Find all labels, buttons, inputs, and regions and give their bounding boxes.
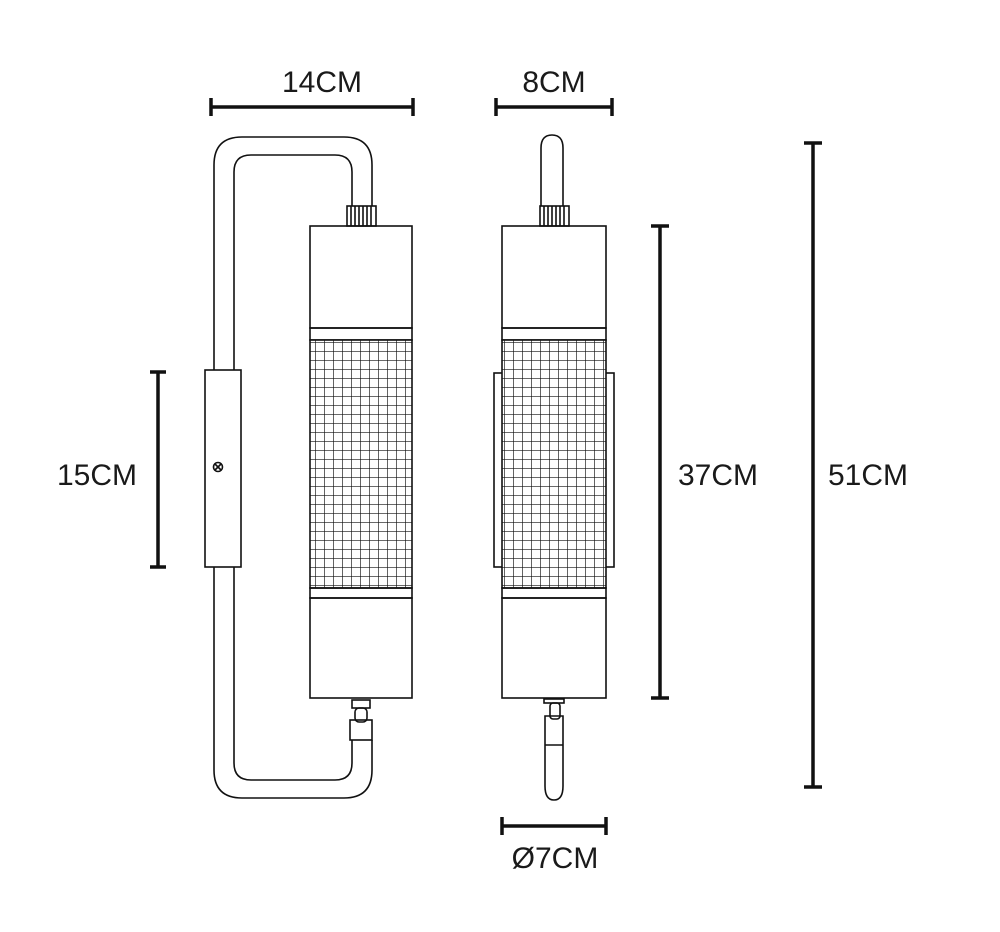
arm-rod-outer xyxy=(213,136,373,799)
dimension-width-side: 8CM xyxy=(494,66,614,116)
side-top-band xyxy=(501,327,607,341)
dimension-label-body-height: 37CM xyxy=(678,459,758,492)
dimension-label-width-side: 8CM xyxy=(522,66,585,99)
side-top-cap xyxy=(501,225,607,329)
knurled-connector-top xyxy=(346,205,377,227)
dimension-label-wall-plate: 15CM xyxy=(57,459,137,492)
bottom-cap xyxy=(309,597,413,699)
screw-icon xyxy=(212,461,224,473)
dimension-body-height: 37CM xyxy=(651,224,758,700)
side-bottom-bulb xyxy=(543,698,565,801)
side-mesh-diffuser xyxy=(501,339,607,589)
front-view-lamp xyxy=(204,136,413,799)
dimension-diameter: Ø7CM xyxy=(500,817,608,875)
arm-rod-inner xyxy=(233,154,353,781)
top-bulb xyxy=(540,134,564,206)
dimension-width-front: 14CM xyxy=(209,66,415,116)
wall-plate xyxy=(204,369,242,568)
dimension-label-width-front: 14CM xyxy=(282,66,362,99)
top-band xyxy=(309,327,413,341)
side-knurled-connector xyxy=(539,205,570,227)
dimension-wall-plate: 15CM xyxy=(57,370,166,569)
dimension-label-total-height: 51CM xyxy=(828,459,908,492)
side-view-lamp xyxy=(493,134,615,801)
dimension-total-height: 51CM xyxy=(804,141,908,789)
bottom-connector xyxy=(349,699,373,741)
side-bottom-band xyxy=(501,587,607,599)
bottom-band xyxy=(309,587,413,599)
side-bottom-cap xyxy=(501,597,607,699)
mesh-diffuser xyxy=(309,339,413,589)
dimension-label-diameter: Ø7CM xyxy=(512,842,599,875)
top-cap xyxy=(309,225,413,329)
